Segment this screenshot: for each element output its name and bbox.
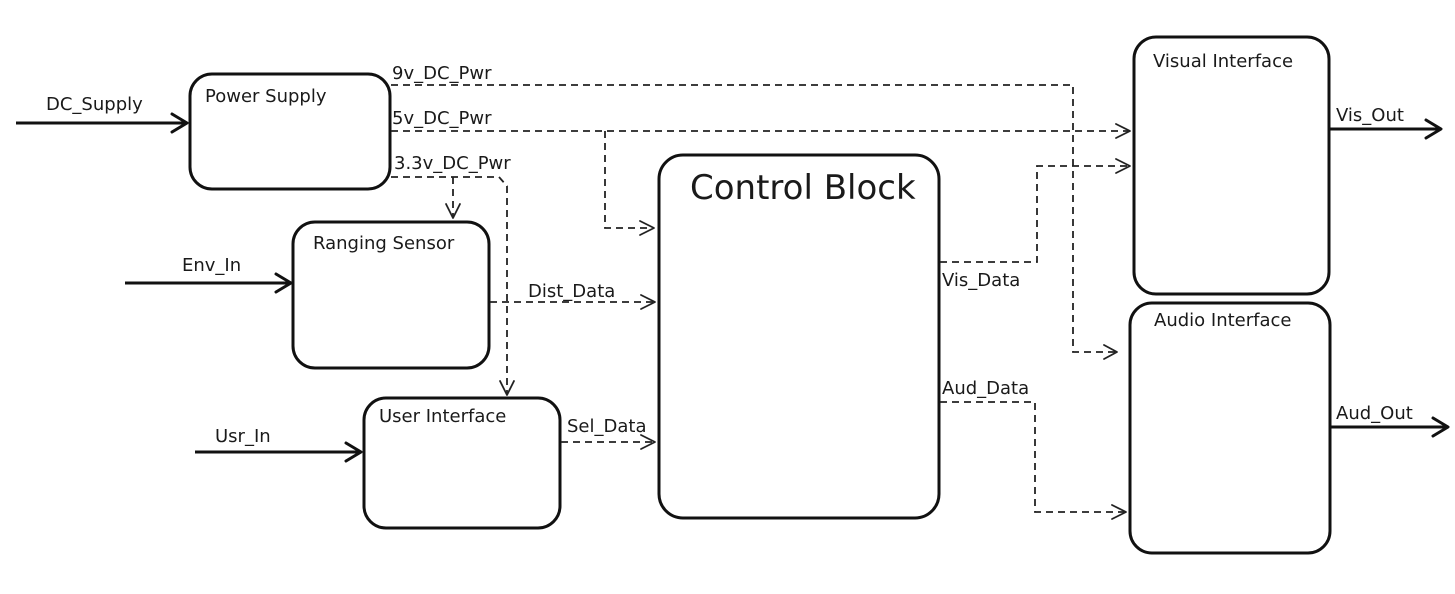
control-block: Control Block bbox=[657, 153, 941, 520]
user-interface-label: User Interface bbox=[379, 406, 506, 427]
vis-data-connector: Vis_Data bbox=[940, 158, 1131, 291]
dist-data-label: Dist_Data bbox=[528, 281, 615, 302]
pwr-5v-connector: 5v_DC_Pwr bbox=[391, 108, 1131, 236]
vis-out-output-arrow: Vis_Out bbox=[1330, 105, 1443, 140]
pwr-3v3-connector: 3.3v_DC_Pwr bbox=[391, 153, 515, 396]
audio-interface-label: Audio Interface bbox=[1154, 310, 1291, 331]
env-in-label: Env_In bbox=[182, 255, 241, 276]
aud-out-output-arrow: Aud_Out bbox=[1331, 403, 1450, 438]
power-supply-block: Power Supply bbox=[188, 72, 392, 191]
ranging-sensor-label: Ranging Sensor bbox=[313, 233, 455, 254]
env-in-input-arrow: Env_In bbox=[125, 255, 293, 294]
pwr-9v-connector: 9v_DC_Pwr bbox=[391, 63, 1118, 360]
pwr-5v-label: 5v_DC_Pwr bbox=[392, 108, 492, 129]
ranging-sensor-block: Ranging Sensor bbox=[291, 220, 491, 370]
vis-out-label: Vis_Out bbox=[1336, 105, 1404, 126]
power-supply-label: Power Supply bbox=[205, 86, 327, 107]
dist-data-connector: Dist_Data bbox=[490, 281, 656, 310]
control-block-label: Control Block bbox=[690, 168, 916, 208]
aud-out-label: Aud_Out bbox=[1336, 403, 1413, 424]
sel-data-connector: Sel_Data bbox=[561, 416, 656, 450]
dc-supply-input-arrow: DC_Supply bbox=[16, 94, 189, 134]
audio-interface-block: Audio Interface bbox=[1128, 301, 1332, 555]
visual-interface-label: Visual Interface bbox=[1153, 51, 1293, 72]
aud-data-connector: Aud_Data bbox=[940, 378, 1127, 520]
user-interface-block: User Interface bbox=[362, 396, 562, 530]
sel-data-label: Sel_Data bbox=[567, 416, 646, 437]
visual-interface-block: Visual Interface bbox=[1132, 35, 1331, 296]
dc-supply-label: DC_Supply bbox=[46, 94, 143, 115]
pwr-3v3-label: 3.3v_DC_Pwr bbox=[394, 153, 511, 174]
usr-in-label: Usr_In bbox=[215, 426, 271, 447]
usr-in-input-arrow: Usr_In bbox=[195, 426, 363, 463]
pwr-9v-label: 9v_DC_Pwr bbox=[392, 63, 492, 84]
vis-data-label: Vis_Data bbox=[942, 270, 1020, 291]
aud-data-label: Aud_Data bbox=[942, 378, 1029, 399]
